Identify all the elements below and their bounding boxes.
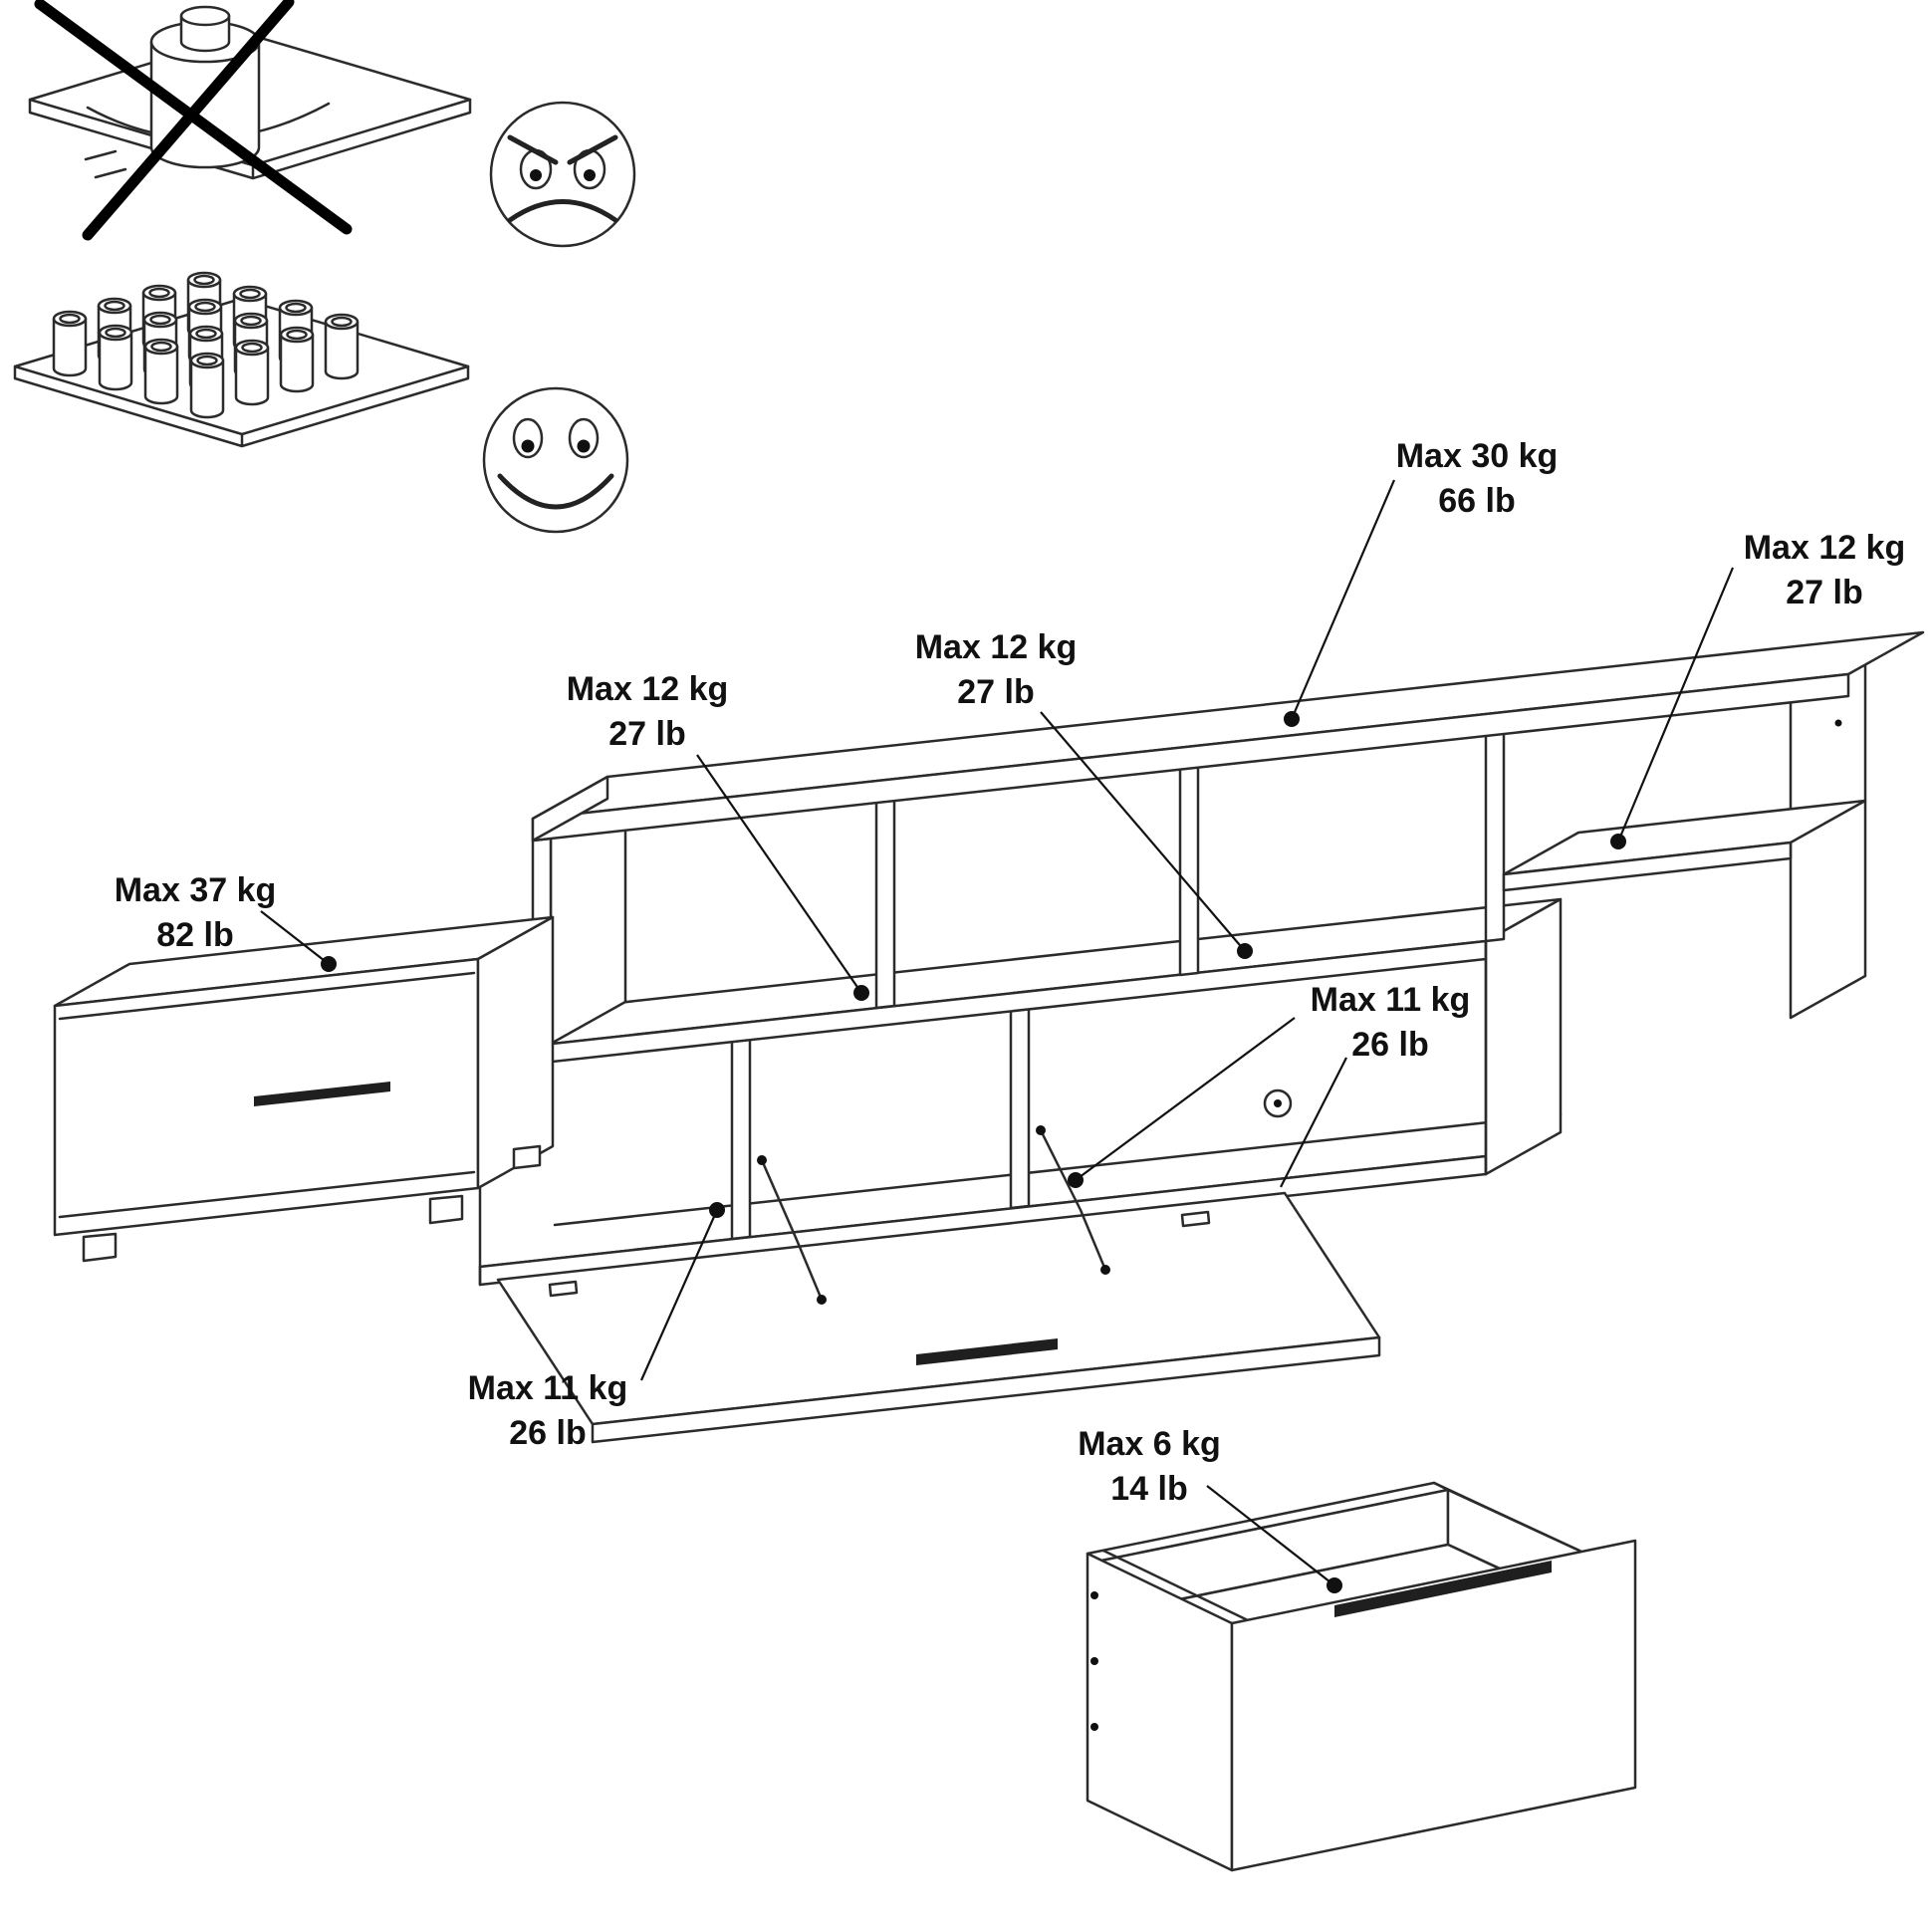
drawer-right-rim (1432, 1481, 1583, 1554)
weight-label-kg: Max 12 kg (1743, 529, 1906, 567)
door-gap-bottom (58, 1170, 476, 1219)
shelf-board-edge (13, 364, 470, 448)
weight-label-lb: 27 lb (608, 715, 686, 753)
flap-hinge-bracket (1180, 1210, 1211, 1228)
leader-flap-left (639, 1209, 719, 1381)
weight-label-lb: 27 lb (1786, 574, 1863, 611)
weight-label-lb: 14 lb (1110, 1470, 1188, 1508)
screw-hole (1090, 1591, 1098, 1599)
flap-handle (916, 1338, 1058, 1365)
hinge-cam (1263, 1088, 1293, 1118)
dot-right-shelf (1610, 834, 1626, 849)
weight-label-kg: Max 12 kg (914, 628, 1078, 666)
flap-hinge-bracket (548, 1280, 579, 1298)
weight-label-lb: 26 lb (509, 1414, 587, 1452)
drawer-front-panel (1230, 1539, 1637, 1872)
flap-stay-arm (760, 1158, 824, 1302)
right-end-panel (1789, 659, 1867, 1020)
leader-flap-right (1075, 1017, 1296, 1181)
shelf-divider-2 (1178, 761, 1200, 977)
dot-left-cabinet (321, 956, 337, 972)
drawer-handle (1334, 1561, 1552, 1617)
leader-left-cabinet (260, 910, 330, 965)
weight-label-flap-right: Max 11 kg 26 lb (1311, 978, 1471, 1068)
weight-label-middle-shelf: Max 12 kg 27 lb (915, 625, 1078, 715)
weight-label-top-shelf: Max 30 kg 66 lb (1396, 434, 1559, 524)
left-cabinet (53, 915, 555, 1263)
leader-drawer (1206, 1485, 1335, 1586)
flap-door-open (496, 1088, 1381, 1444)
weight-label-kg: Max 11 kg (467, 1369, 628, 1407)
drawer-drawing (1086, 1481, 1637, 1872)
weight-label-left-cabinet: Max 37 kg 82 lb (115, 868, 277, 958)
cabinet-side (476, 915, 555, 1190)
leader-flap-hinge (1280, 1057, 1347, 1188)
screw-hole (1090, 1723, 1098, 1731)
prohibited-load-illustration (28, 0, 472, 241)
shelf-divider-1 (874, 797, 896, 1010)
weight-label-kg: Max 30 kg (1395, 437, 1559, 475)
dot-top-shelf (1284, 711, 1300, 727)
flap-edge (591, 1335, 1381, 1444)
weight-label-lb: 27 lb (957, 673, 1035, 711)
door-gap-top (58, 971, 476, 1021)
tv-stand-drawing (53, 630, 1925, 1444)
flap-stay-arm (1039, 1128, 1107, 1272)
dot-drawer (1327, 1577, 1342, 1593)
weight-label-lb: 26 lb (1351, 1026, 1429, 1064)
weight-label-kg: Max 12 kg (566, 670, 729, 708)
motion-dashes (84, 149, 127, 179)
weight-label-flap-left: Max 11 kg 26 lb (468, 1366, 628, 1456)
top-board-left-end (531, 775, 609, 843)
leader-right-shelf (1616, 567, 1735, 843)
bench-divider-left (730, 1038, 752, 1241)
weight-label-left-shelf: Max 12 kg 27 lb (567, 667, 729, 757)
happy-face-icon (482, 386, 629, 534)
weight-label-lb: 82 lb (156, 916, 234, 954)
dot-middle-shelf (1237, 943, 1253, 959)
dot-flap-left (709, 1202, 725, 1218)
dot-left-shelf (853, 985, 869, 1001)
weight-label-lb: 66 lb (1438, 482, 1516, 520)
drawer-left-rim-inner (1101, 1549, 1250, 1622)
screw-hole (1090, 1657, 1098, 1665)
angry-face-icon (489, 101, 636, 248)
leader-left-shelf (696, 754, 862, 994)
cabinet-foot (512, 1144, 542, 1170)
screw-hole (1834, 719, 1842, 727)
weight-label-kg: Max 11 kg (1310, 981, 1471, 1019)
shelf-board-edge (28, 98, 472, 180)
cabinet-foot (428, 1194, 464, 1225)
allowed-load-illustration (13, 271, 470, 448)
right-shelf-edge (1502, 841, 1793, 892)
cross-icon (34, 0, 353, 241)
leader-middle-shelf (1040, 711, 1246, 952)
leader-top-shelf (1290, 479, 1396, 720)
cabinet-foot (82, 1232, 118, 1263)
weight-label-right-shelf: Max 12 kg 27 lb (1744, 526, 1906, 615)
weight-label-kg: Max 37 kg (114, 871, 277, 909)
dot-flap-right (1068, 1172, 1084, 1188)
top-board-surface (531, 630, 1925, 821)
shelf-divider-3 (1484, 725, 1506, 943)
bench-divider-right (1009, 1007, 1031, 1210)
leader-lines (260, 479, 1735, 1593)
weight-label-drawer: Max 6 kg 14 lb (1078, 1422, 1221, 1512)
weight-label-kg: Max 6 kg (1078, 1425, 1221, 1463)
cabinet-door-handle (254, 1082, 390, 1106)
